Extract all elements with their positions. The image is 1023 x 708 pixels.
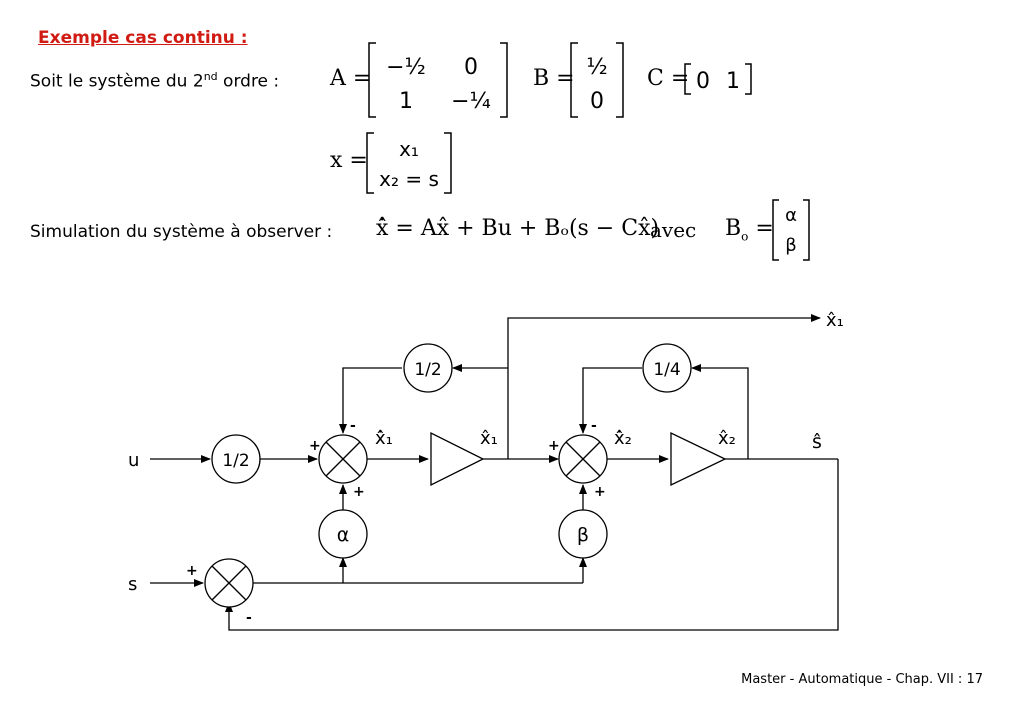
a21: 1 bbox=[399, 89, 413, 114]
matrix-bo-name: Bo = bbox=[725, 216, 774, 244]
simulation-label: Simulation du système à observer : bbox=[30, 222, 333, 242]
sign-sum1-left: + bbox=[309, 438, 321, 454]
gain-circle-fb1 bbox=[403, 343, 453, 393]
bo-alpha: α bbox=[785, 205, 797, 226]
x-row2: x₂ = s bbox=[379, 167, 439, 191]
system-label-tail: ordre : bbox=[217, 71, 280, 92]
dot-x2-label: x̂̇₂ bbox=[614, 428, 632, 449]
integrator-1 bbox=[430, 431, 485, 487]
output-x1-label: x̂₁ bbox=[826, 310, 844, 331]
gain-input-label: 1/2 bbox=[222, 451, 249, 471]
system-label-text: Soit le système du 2 bbox=[30, 71, 204, 92]
sum-junction-2 bbox=[558, 434, 608, 484]
gain-circle-alpha bbox=[318, 509, 368, 559]
x-row1: x₁ bbox=[399, 137, 419, 161]
wire-fb2-out bbox=[579, 367, 642, 434]
slide-title: Exemple cas continu : bbox=[38, 28, 248, 48]
output-s-label: ŝ bbox=[812, 431, 822, 453]
wire-fb1-out bbox=[339, 367, 402, 434]
matrix-c: 0 1 bbox=[684, 63, 752, 95]
a12: 0 bbox=[464, 55, 478, 80]
c2: 1 bbox=[726, 69, 740, 94]
matrix-b: ½ 0 bbox=[570, 42, 624, 118]
x2-label: x̂₂ bbox=[718, 428, 736, 449]
wire-x1-output bbox=[507, 314, 821, 459]
x1-label: x̂₁ bbox=[480, 428, 498, 449]
sign-sum1-top: - bbox=[350, 418, 356, 434]
gain-fb1-label: 1/2 bbox=[414, 360, 441, 380]
sign-err-bottom: - bbox=[246, 610, 252, 626]
gain-circle-input bbox=[211, 434, 261, 484]
system-label-sup: nd bbox=[203, 70, 218, 83]
gain-alpha-label: α bbox=[337, 524, 350, 546]
vector-x: x₁ x₂ = s bbox=[366, 132, 452, 194]
matrix-bo: α β bbox=[772, 199, 810, 261]
input-s-label: s bbox=[128, 574, 137, 595]
gain-beta-label: β bbox=[577, 524, 589, 546]
bo-beta: β bbox=[785, 235, 797, 256]
sign-sum2-top: - bbox=[591, 418, 597, 434]
matrix-a: −½ 0 1 −¼ bbox=[368, 42, 508, 118]
matrix-b-name: B = bbox=[533, 66, 575, 91]
sign-sum2-bottom: + bbox=[594, 484, 606, 500]
c1: 0 bbox=[696, 69, 710, 94]
sign-sum2-left: + bbox=[548, 438, 560, 454]
matrix-a-name: A = bbox=[330, 66, 372, 91]
observer-equation: x̂̇ = Ax̂ + Bu + Bₒ(s − Cx̂) bbox=[376, 216, 660, 241]
wire-fb2-in bbox=[691, 364, 749, 459]
gain-circle-beta bbox=[558, 509, 608, 559]
sign-sum1-bottom: + bbox=[353, 484, 365, 500]
input-u-label: u bbox=[128, 450, 139, 471]
b2: 0 bbox=[590, 89, 604, 114]
footer: Master - Automatique - Chap. VII : 17 bbox=[741, 672, 983, 687]
wire-s-feedback bbox=[225, 459, 839, 631]
avec-text: avec bbox=[650, 218, 697, 242]
sum-junction-error bbox=[204, 558, 254, 608]
system-label: Soit le système du 2nd ordre : bbox=[30, 70, 279, 92]
dot-x1-label: x̂̇₁ bbox=[375, 428, 393, 449]
gain-fb2-label: 1/4 bbox=[653, 360, 680, 380]
integrator-2 bbox=[670, 431, 727, 487]
sum-junction-1 bbox=[318, 434, 368, 484]
a22: −¼ bbox=[451, 89, 491, 114]
vector-x-name: x = bbox=[330, 148, 368, 173]
b1: ½ bbox=[586, 55, 607, 80]
a11: −½ bbox=[386, 55, 426, 80]
sign-err-left: + bbox=[186, 563, 198, 579]
gain-circle-fb2 bbox=[642, 343, 692, 393]
